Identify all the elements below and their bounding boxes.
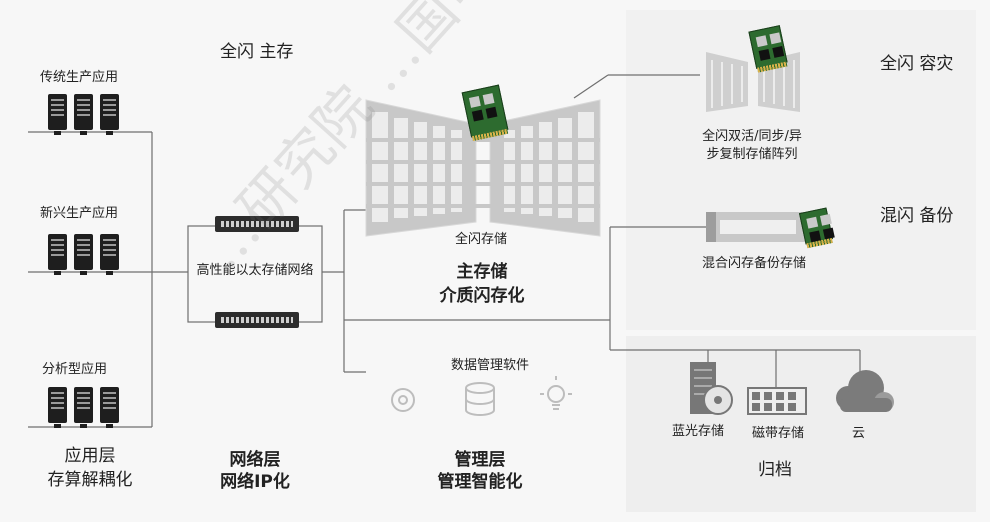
cloud-label: 云 bbox=[852, 426, 866, 441]
bluray-storage-label: 蓝光存储 bbox=[672, 424, 725, 439]
server-icon bbox=[48, 94, 67, 135]
all-flash-primary-title: 全闪 主存 bbox=[220, 42, 294, 62]
management-layer-feature: 管理智能化 bbox=[437, 472, 523, 492]
primary-storage-feature: 介质闪存化 bbox=[439, 286, 525, 306]
gear-brain-icon bbox=[391, 388, 415, 412]
all-flash-storage-label: 全闪存储 bbox=[454, 232, 507, 247]
tape-storage-label: 磁带存储 bbox=[752, 426, 805, 441]
network-layer-feature: 网络IP化 bbox=[220, 472, 290, 492]
backup-rack-graphic bbox=[706, 212, 806, 242]
hybrid-flash-backup-title: 混闪 备份 bbox=[880, 206, 954, 226]
app-traditional-label: 传统生产应用 bbox=[40, 70, 119, 85]
server-icon bbox=[74, 234, 93, 275]
archive-title: 归档 bbox=[758, 460, 792, 480]
network-switch-icon bbox=[215, 312, 299, 328]
cloud-icon bbox=[836, 370, 894, 412]
server-icon bbox=[100, 234, 119, 275]
primary-storage-title: 主存储 bbox=[456, 262, 508, 282]
app-emerging-label: 新兴生产应用 bbox=[40, 206, 119, 221]
server-icon bbox=[74, 94, 93, 135]
server-icon bbox=[100, 94, 119, 135]
application-layer-feature: 存算解耦化 bbox=[47, 470, 133, 490]
network-layer-name: 网络层 bbox=[229, 450, 281, 470]
all-flash-dr-title: 全闪 容灾 bbox=[880, 54, 954, 74]
management-layer-name: 管理层 bbox=[454, 450, 506, 470]
hybrid-backup-storage-label: 混合闪存备份存储 bbox=[702, 256, 807, 271]
data-management-software-label: 数据管理软件 bbox=[450, 358, 529, 373]
server-icon bbox=[74, 387, 93, 428]
network-switch-icon bbox=[215, 216, 299, 232]
tape-storage-icon bbox=[747, 387, 807, 415]
bluray-storage-icon bbox=[690, 362, 733, 415]
server-icon bbox=[48, 387, 67, 428]
right-panel-top bbox=[626, 10, 976, 330]
main-storage-array-graphic bbox=[365, 99, 601, 237]
network-box-label: 高性能以太存储网络 bbox=[195, 262, 315, 280]
server-icon bbox=[48, 234, 67, 275]
app-analytics-label: 分析型应用 bbox=[42, 362, 108, 377]
lightbulb-icon bbox=[540, 376, 572, 410]
database-icon bbox=[465, 382, 495, 416]
server-icon bbox=[100, 387, 119, 428]
network-box-label-text: 高性能以太存储网络 bbox=[196, 263, 314, 278]
dr-array-label: 全闪双活/同步/异步复制存储阵列 bbox=[696, 128, 808, 164]
archive-panel bbox=[626, 336, 976, 512]
dr-array-label-text: 全闪双活/同步/异步复制存储阵列 bbox=[702, 129, 802, 162]
application-layer-name: 应用层 bbox=[64, 446, 116, 466]
